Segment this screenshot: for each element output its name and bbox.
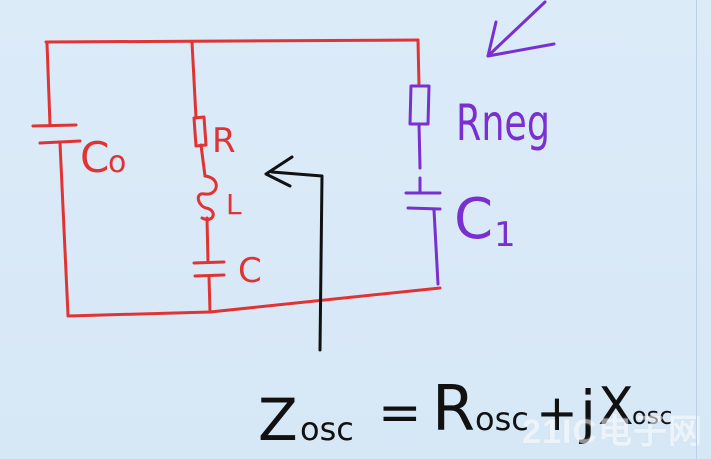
label-r: R xyxy=(212,121,236,161)
mid-wire-l-to-c xyxy=(205,216,210,264)
label-c1-sub: 1 xyxy=(494,215,516,255)
eq-plus: + xyxy=(536,384,578,442)
rneg-resistor xyxy=(408,84,431,126)
red-wires xyxy=(44,38,442,318)
bottom-wire xyxy=(66,286,442,318)
capacitor-c0 xyxy=(31,123,82,145)
mid-wire-r-to-l xyxy=(199,143,207,178)
purple-wire-3 xyxy=(432,208,440,286)
top-arrow-head xyxy=(486,20,556,58)
capacitor-c xyxy=(192,260,226,278)
purple-wire-1 xyxy=(417,122,422,170)
watermark-logo: 21IC电子网 xyxy=(522,413,703,451)
eq-z: Z xyxy=(258,386,298,454)
eq-x: X xyxy=(598,377,634,437)
eq-equals: = xyxy=(378,383,422,443)
resistor-r xyxy=(192,115,208,148)
mid-wire-bottom xyxy=(207,274,212,314)
mid-wire-top xyxy=(190,40,198,120)
inductor-l xyxy=(196,174,218,221)
label-l: L xyxy=(226,188,242,221)
right-wire-top xyxy=(416,38,421,88)
top-arrow xyxy=(486,0,547,58)
eq-x-sub: osc xyxy=(632,402,672,430)
label-c: C xyxy=(238,251,262,291)
impedance-arrow xyxy=(264,155,324,352)
label-c0-sub: o xyxy=(108,145,126,180)
label-rneg: Rneg xyxy=(456,94,550,152)
label-c0: C xyxy=(80,133,109,182)
top-wire xyxy=(44,38,420,44)
purple-branch xyxy=(404,0,556,286)
eq-j: j xyxy=(578,378,596,446)
label-c1: C xyxy=(454,187,493,252)
eq-r-sub: osc xyxy=(475,400,529,438)
eq-r: R xyxy=(432,372,475,445)
capacitor-c1-bottom xyxy=(406,206,442,211)
left-wire-upper xyxy=(45,41,52,127)
left-wire-lower xyxy=(58,141,70,317)
eq-z-sub: osc xyxy=(300,410,354,448)
